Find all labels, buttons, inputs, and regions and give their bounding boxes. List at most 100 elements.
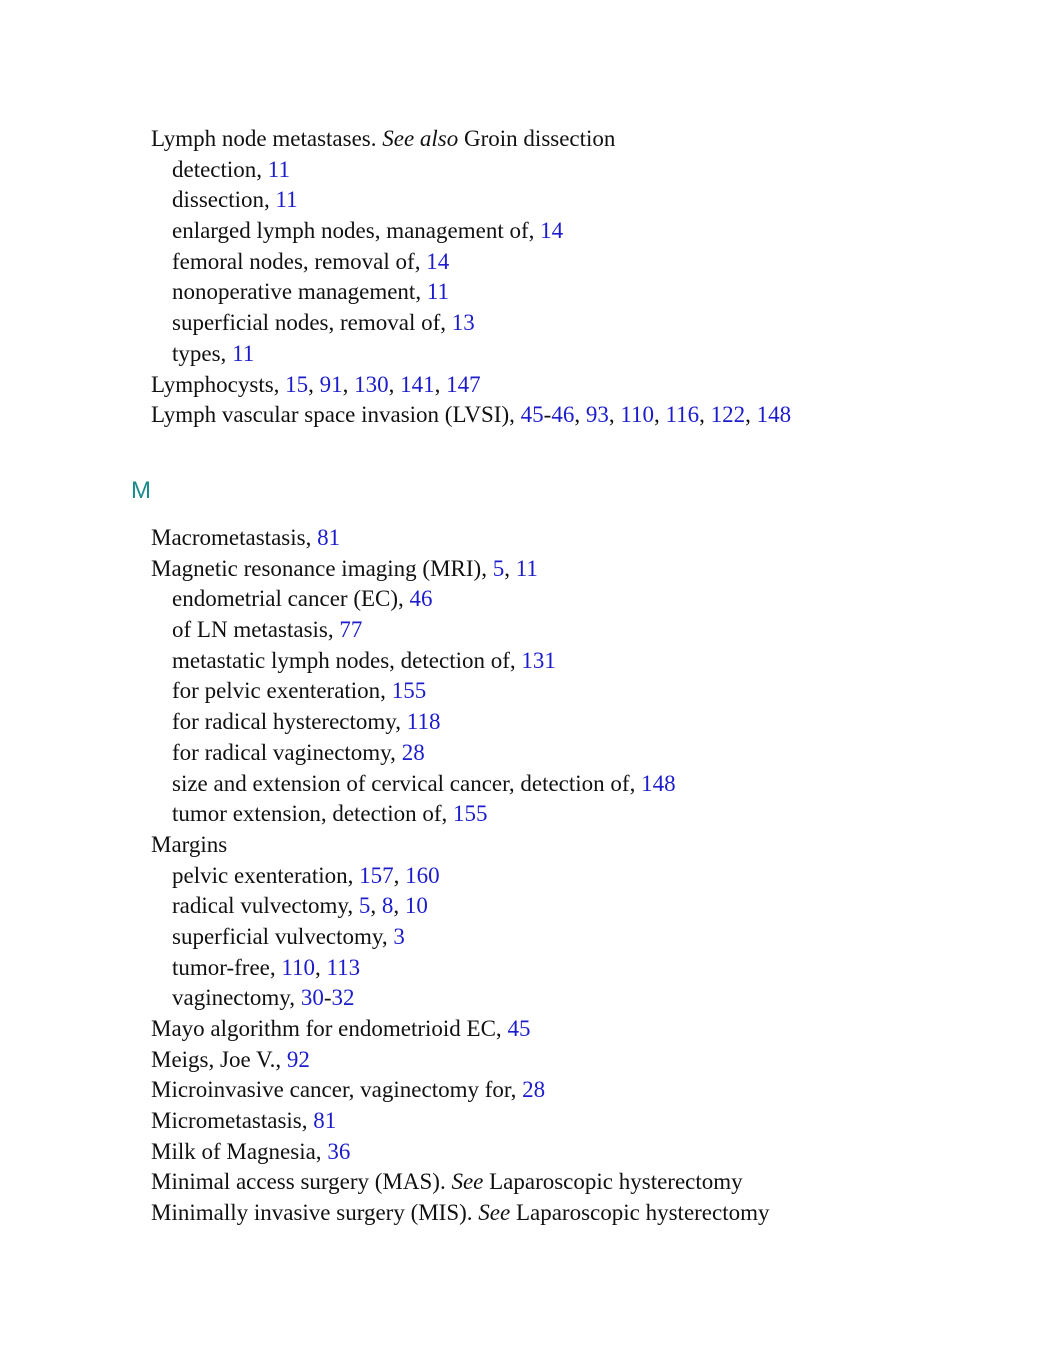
entry-text: femoral nodes, removal of, [172, 248, 427, 274]
page-link[interactable]: 10 [404, 893, 428, 919]
entry-text: , [308, 371, 320, 397]
page-link[interactable]: 13 [451, 310, 475, 336]
page-link[interactable]: 32 [331, 985, 355, 1011]
entry-text: superficial nodes, removal of, [172, 310, 452, 336]
page-link[interactable]: 93 [585, 402, 609, 428]
page-link[interactable]: 46 [409, 586, 433, 612]
entry-text: , [745, 402, 757, 428]
page-link[interactable]: 157 [359, 862, 394, 888]
page-link[interactable]: 81 [313, 1108, 337, 1134]
page-link[interactable]: 5 [492, 555, 505, 581]
entry-text: tumor extension, detection of, [172, 801, 454, 827]
index-subentry: superficial vulvectomy, 3 [151, 922, 770, 953]
page-link[interactable]: 130 [354, 371, 389, 397]
index-entry: Milk of Magnesia, 36 [151, 1137, 770, 1168]
entry-text: , [315, 954, 327, 980]
page-link[interactable]: 28 [522, 1077, 546, 1103]
entry-text: size and extension of cervical cancer, d… [172, 770, 642, 796]
page-link[interactable]: 3 [393, 923, 405, 949]
index-subentry: for radical vaginectomy, 28 [151, 738, 770, 769]
page-link[interactable]: 92 [286, 1046, 310, 1072]
page-link[interactable]: 116 [665, 402, 700, 428]
page-link[interactable]: 11 [232, 340, 255, 366]
page-link[interactable]: 45 [520, 402, 544, 428]
entry-text: Minimally invasive surgery (MIS). [151, 1200, 479, 1226]
page-link[interactable]: 5 [358, 893, 371, 919]
index-entry: Macrometastasis, 81 [151, 523, 770, 554]
entry-text: metastatic lymph nodes, detection of, [172, 647, 522, 673]
entry-text: Magnetic resonance imaging (MRI), [151, 555, 493, 581]
page-link[interactable]: 11 [515, 555, 538, 581]
index-subentry: dissection, 11 [151, 185, 791, 216]
page-link[interactable]: 160 [405, 862, 440, 888]
entry-text: tumor-free, [172, 954, 282, 980]
page-link[interactable]: 11 [426, 279, 449, 305]
index-entry: Lymph vascular space invasion (LVSI), 45… [151, 400, 791, 431]
entry-text: , [653, 402, 666, 428]
entry-text: Lymphocysts, [151, 371, 286, 397]
page-link[interactable]: 15 [285, 371, 309, 397]
page-link[interactable]: 147 [446, 371, 481, 397]
page-link[interactable]: 141 [400, 371, 435, 397]
index-subentry: for pelvic exenteration, 155 [151, 676, 770, 707]
page-link[interactable]: 113 [326, 954, 361, 980]
entry-text: , [608, 402, 621, 428]
page-link[interactable]: 122 [710, 402, 746, 428]
cross-reference-label: See also [382, 126, 459, 151]
entry-text: Lymph node metastases. [151, 126, 383, 151]
index-subentry: tumor extension, detection of, 155 [151, 799, 770, 830]
page-link[interactable]: 110 [281, 954, 316, 980]
page-link[interactable]: 81 [317, 525, 341, 550]
page-link[interactable]: 46 [551, 402, 575, 428]
index-section-l: Lymph node metastases. See also Groin di… [151, 124, 791, 431]
page-link[interactable]: 118 [406, 709, 441, 735]
cross-reference-label: See [478, 1200, 511, 1226]
entry-text: Groin dissection [458, 126, 616, 151]
page-link[interactable]: 11 [267, 156, 290, 182]
index-entry: Minimally invasive surgery (MIS). See La… [151, 1198, 770, 1229]
page-link[interactable]: 77 [339, 617, 363, 643]
entry-text: types, [172, 340, 233, 366]
page-link[interactable]: 45 [507, 1016, 531, 1041]
index-subentry: enlarged lymph nodes, management of, 14 [151, 216, 791, 247]
page-link[interactable]: 28 [401, 739, 425, 765]
index-entry: Microinvasive cancer, vaginectomy for, 2… [151, 1075, 770, 1106]
page-link[interactable]: 110 [620, 402, 654, 428]
page-link[interactable]: 30 [300, 985, 324, 1011]
page-link[interactable]: 155 [391, 678, 427, 704]
entry-text: pelvic exenteration, [172, 862, 360, 888]
entry-text: Lymph vascular space invasion (LVSI), [151, 402, 521, 428]
entry-text: Minimal access surgery (MAS). [151, 1169, 452, 1195]
entry-text: Mayo algorithm for endometrioid EC, [151, 1016, 508, 1041]
index-entry: Minimal access surgery (MAS). See Laparo… [151, 1167, 770, 1198]
entry-text: , [699, 402, 711, 428]
index-subentry: nonoperative management, 11 [151, 277, 791, 308]
page-link[interactable]: 148 [641, 770, 676, 796]
page-link[interactable]: 8 [381, 893, 394, 919]
page-link[interactable]: 11 [275, 187, 298, 213]
page-link[interactable]: 131 [521, 647, 556, 673]
page-link[interactable]: 14 [426, 248, 450, 274]
entry-text: , [370, 893, 382, 919]
section-letter-heading: M [131, 477, 151, 504]
page-link[interactable]: 148 [756, 402, 792, 428]
entry-text: Milk of Magnesia, [151, 1138, 328, 1164]
entry-text: - [323, 985, 332, 1011]
page-link[interactable]: 155 [453, 801, 488, 827]
entry-text: , [434, 371, 447, 397]
entry-text: , [504, 555, 516, 581]
index-entry: Mayo algorithm for endometrioid EC, 45 [151, 1014, 770, 1045]
index-entry: Lymph node metastases. See also Groin di… [151, 124, 791, 155]
entry-text: Micrometastasis, [151, 1108, 314, 1134]
index-subentry: tumor-free, 110, 113 [151, 953, 770, 984]
entry-text: superficial vulvectomy, [172, 923, 394, 949]
page-link[interactable]: 14 [540, 218, 564, 244]
entry-text: radical vulvectomy, [172, 893, 359, 919]
index-subentry: superficial nodes, removal of, 13 [151, 308, 791, 339]
page-link[interactable]: 36 [327, 1138, 351, 1164]
page-link[interactable]: 91 [319, 371, 343, 397]
entry-text: Laparoscopic hysterectomy [483, 1169, 743, 1195]
entry-text: , [393, 862, 406, 888]
index-subentry: metastatic lymph nodes, detection of, 13… [151, 646, 770, 677]
